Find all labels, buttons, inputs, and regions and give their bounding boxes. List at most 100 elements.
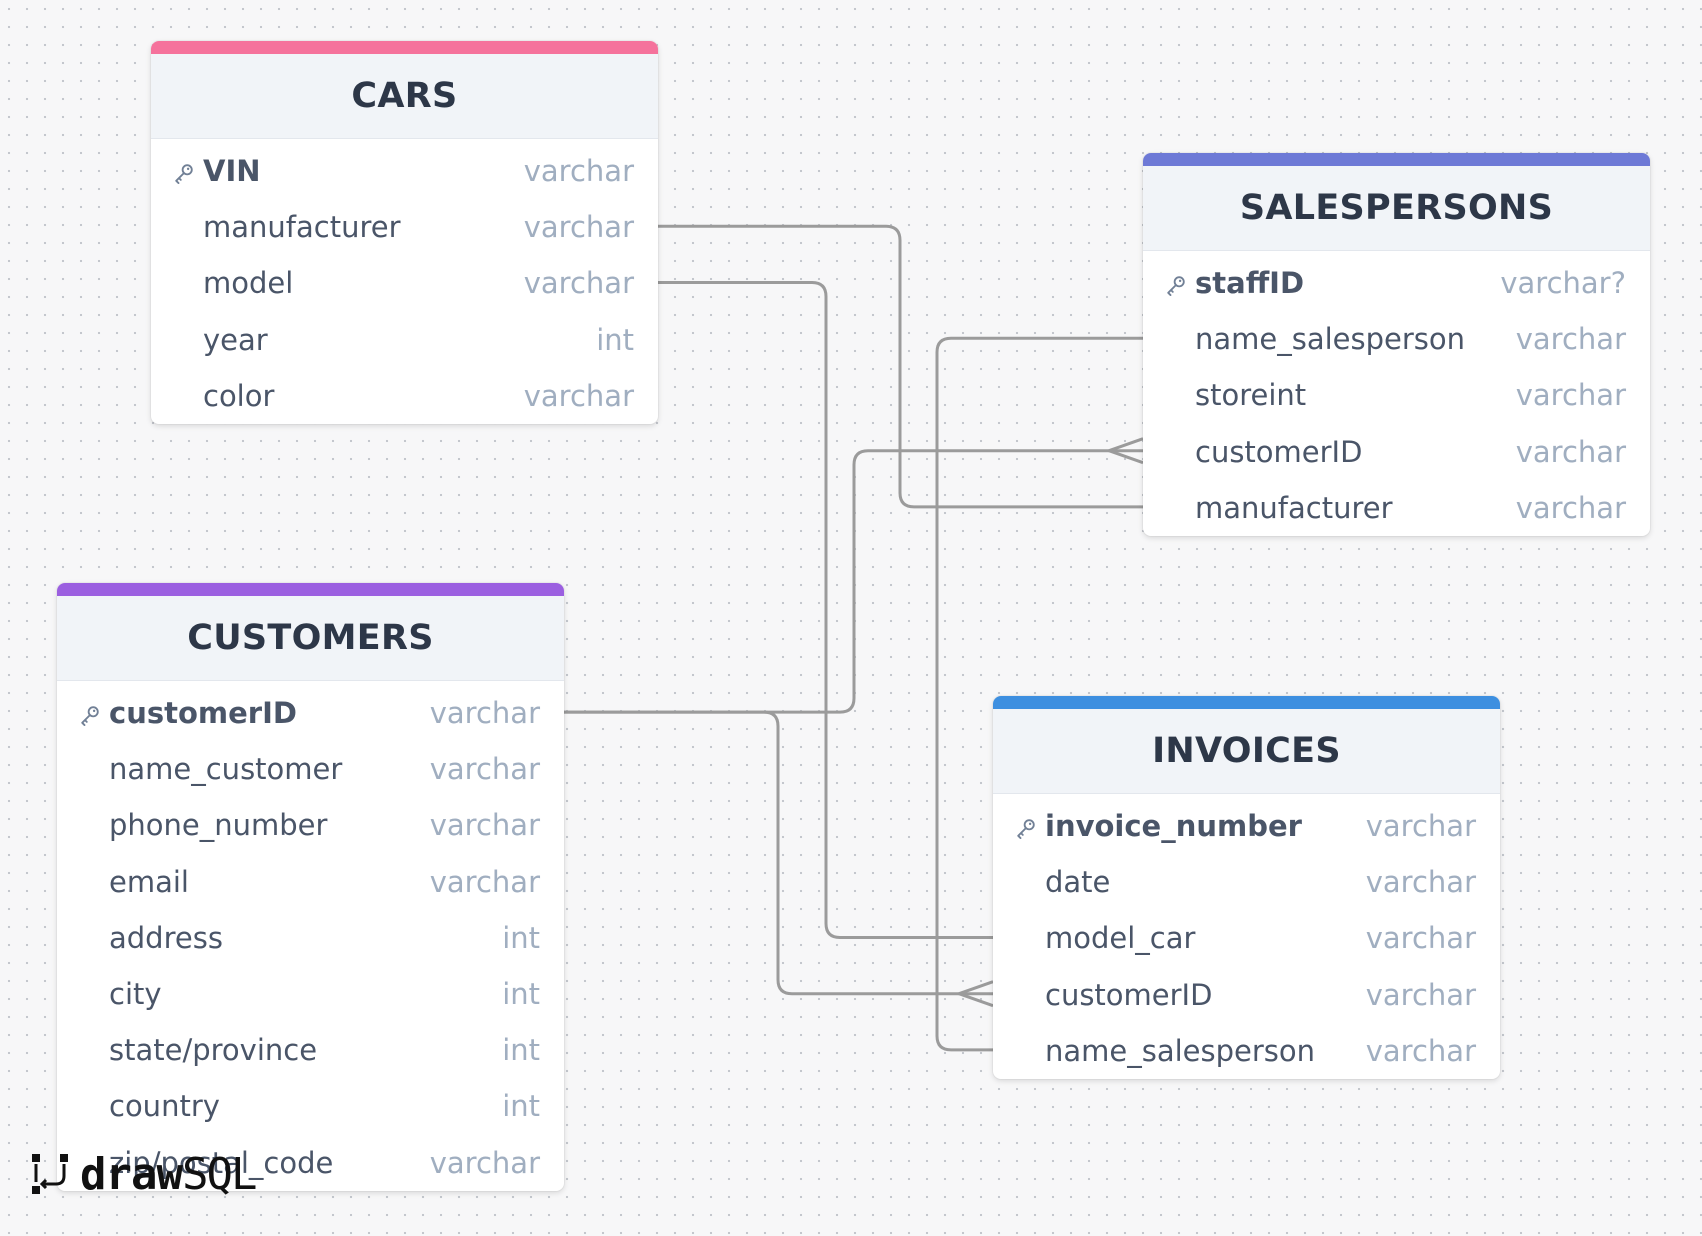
table-header[interactable]: CARS [151, 54, 658, 139]
field-type: varchar [1365, 1033, 1476, 1068]
field-type: varchar [1515, 322, 1626, 357]
field-row-name-salesperson[interactable]: name_salesperson varchar [1143, 311, 1650, 367]
field-row-state-province[interactable]: state/province int [57, 1022, 564, 1078]
table-name: INVOICES [1152, 731, 1341, 771]
field-type: varchar [429, 864, 540, 899]
field-row-zip-postal-code[interactable]: zip/postal_code varchar [57, 1135, 564, 1191]
field-row-city[interactable]: city int [57, 966, 564, 1022]
key-icon [79, 704, 101, 726]
field-name: model_car [1045, 921, 1196, 956]
field-name: manufacturer [203, 210, 401, 245]
field-type: varchar [1515, 434, 1626, 469]
relation-line[interactable] [935, 336, 1143, 1052]
field-name: color [203, 378, 275, 413]
field-row-address[interactable]: address int [57, 910, 564, 966]
field-type: int [502, 920, 540, 955]
drawsql-logo-icon [32, 1154, 68, 1194]
field-name: VIN [203, 154, 261, 188]
table-name: CUSTOMERS [187, 618, 434, 658]
field-name: manufacturer [1195, 490, 1393, 525]
key-icon [1015, 817, 1037, 839]
field-name: year [203, 322, 268, 357]
field-name: date [1045, 865, 1111, 900]
field-type: varchar [523, 378, 634, 413]
field-type: int [502, 1089, 540, 1124]
field-type: varchar [1515, 490, 1626, 525]
table-accent-bar [993, 696, 1500, 709]
field-type: varchar [429, 696, 540, 730]
table-header[interactable]: CUSTOMERS [57, 596, 564, 681]
field-name: state/province [109, 1033, 318, 1068]
field-name: model [203, 266, 294, 301]
field-type: varchar [523, 154, 634, 188]
table-name: SALESPERSONS [1239, 188, 1554, 228]
crowfoot-many-marker [1108, 437, 1144, 465]
field-row-customerid[interactable]: customerID varchar [1143, 424, 1650, 480]
field-name: customerID [1195, 434, 1363, 469]
field-name: address [109, 920, 223, 955]
table-header[interactable]: INVOICES [993, 709, 1500, 794]
field-name: phone_number [109, 808, 328, 843]
key-icon [173, 162, 195, 184]
key-icon [1165, 274, 1187, 296]
field-name: country [109, 1089, 220, 1124]
field-row-vin[interactable]: VIN varchar [151, 143, 658, 199]
logo-text-draw: draw [80, 1148, 183, 1200]
relation-line[interactable] [658, 281, 993, 939]
table-name: CARS [351, 76, 458, 116]
field-name: storeint [1195, 378, 1307, 413]
field-name: zip/postal_code [109, 1145, 334, 1180]
field-row-phone-number[interactable]: phone_number varchar [57, 797, 564, 853]
field-type: varchar [1365, 865, 1476, 900]
field-row-country[interactable]: country int [57, 1078, 564, 1134]
table-header[interactable]: SALESPERSONS [1143, 166, 1650, 251]
field-type: varchar [523, 266, 634, 301]
field-type: varchar [1515, 378, 1626, 413]
field-name: city [109, 976, 162, 1011]
relation-line[interactable] [564, 449, 1143, 714]
field-row-manufacturer[interactable]: manufacturer varchar [1143, 480, 1650, 536]
field-row-storeint[interactable]: storeint varchar [1143, 367, 1650, 423]
drawsql-logo: draw SQL [30, 1148, 257, 1200]
field-type: varchar [429, 752, 540, 787]
field-type: varchar [429, 808, 540, 843]
field-name: name_salesperson [1045, 1033, 1316, 1068]
field-type: varchar [1365, 977, 1476, 1012]
field-type: int [502, 976, 540, 1011]
field-row-model-car[interactable]: model_car varchar [993, 910, 1500, 966]
table-accent-bar [57, 583, 564, 596]
field-row-name-customer[interactable]: name_customer varchar [57, 741, 564, 797]
field-type: int [502, 1033, 540, 1068]
crowfoot-many-marker [958, 980, 994, 1008]
field-type: varchar [429, 1145, 540, 1180]
field-name: name_salesperson [1195, 322, 1466, 357]
field-name: staffID [1195, 266, 1305, 300]
relation-line[interactable] [564, 710, 993, 996]
field-row-email[interactable]: email varchar [57, 854, 564, 910]
table-accent-bar [151, 41, 658, 54]
table-accent-bar [1143, 153, 1650, 166]
relation-line[interactable] [658, 224, 1143, 509]
field-row-name-salesperson[interactable]: name_salesperson varchar [993, 1023, 1500, 1079]
field-row-color[interactable]: color varchar [151, 368, 658, 424]
field-type: varchar [1365, 921, 1476, 956]
field-row-date[interactable]: date varchar [993, 854, 1500, 910]
field-row-model[interactable]: model varchar [151, 255, 658, 311]
field-name: name_customer [109, 752, 343, 787]
field-name: email [109, 864, 189, 899]
